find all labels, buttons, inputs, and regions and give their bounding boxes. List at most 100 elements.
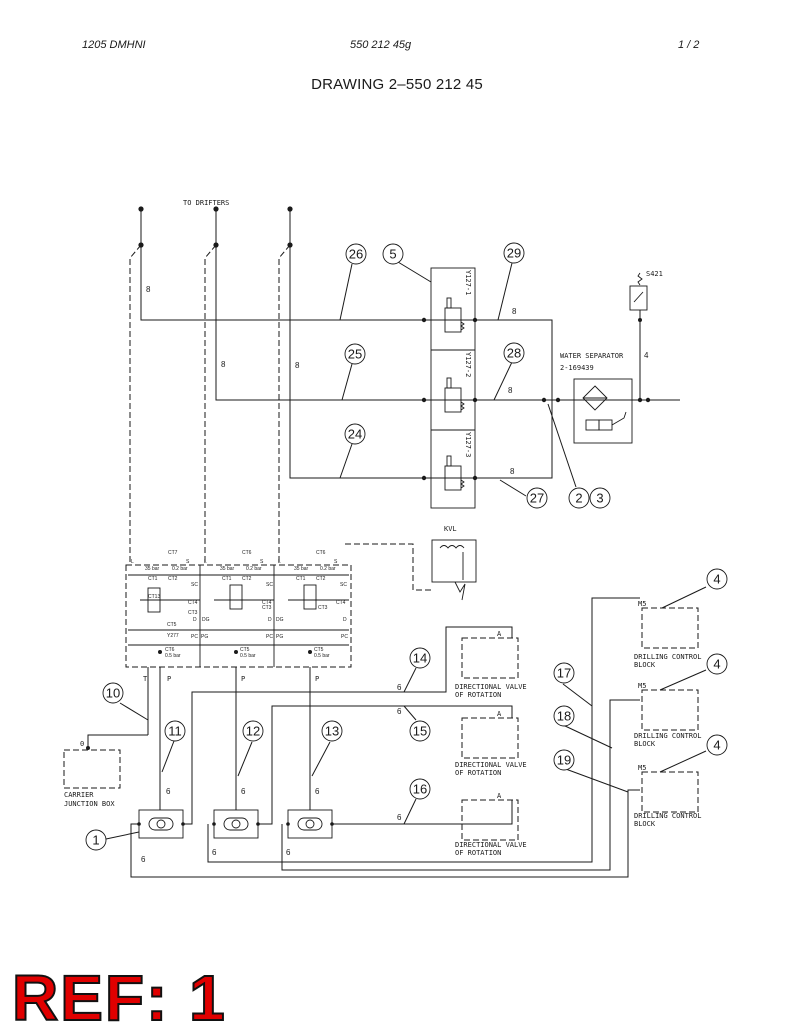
svg-text:12: 12 [246, 724, 260, 739]
svg-text:13: 13 [325, 724, 339, 739]
directional-label-1a: DIRECTIONAL VALVE [455, 683, 527, 691]
port-a-label-1: A [497, 630, 502, 638]
callout-leaders [105, 261, 707, 840]
drifter-terminals [138, 206, 293, 248]
ct1-label-3: CT1 [296, 576, 306, 582]
carrier-pin-label: 0 [80, 740, 84, 748]
svg-text:10: 10 [106, 686, 120, 701]
wire-6-label-c: 6 [315, 787, 320, 796]
solenoid-y127-3-label: Y127-3 [464, 432, 472, 457]
directional-label-2b: OF ROTATION [455, 769, 501, 777]
wire-6-label-e: 6 [212, 848, 217, 857]
svg-text:29: 29 [507, 246, 521, 261]
wiring-loops [130, 597, 640, 878]
port-s-3: S [334, 559, 338, 565]
header-left-code: 1205 DMHNI [82, 39, 146, 51]
wire-6-label-g: 6 [397, 683, 402, 692]
pressure-switch-s421 [629, 272, 648, 400]
callout-29: 29 [503, 242, 525, 264]
svg-text:25: 25 [348, 347, 362, 362]
drilling-control-block-3 [641, 771, 699, 813]
port-p-label-3: P [315, 675, 319, 683]
sc-label-1: SC [191, 582, 198, 588]
directional-label-2a: DIRECTIONAL VALVE [455, 761, 527, 769]
pc-label-2: PC [266, 634, 273, 640]
carrier-junction-box [63, 749, 121, 789]
d-label-3: D [343, 617, 347, 623]
control-block [125, 564, 352, 668]
wire-8-label-f: 8 [510, 467, 515, 476]
water-separator-code: 2-169439 [560, 364, 594, 372]
bar-05-label-1: 0.5 bar [165, 653, 181, 659]
bar-02-label-1: 0.2 bar [172, 566, 188, 572]
callout-18: 18 [553, 705, 575, 727]
to-drifters-label: TO DRIFTERS [183, 199, 229, 207]
directional-valve-2 [461, 717, 519, 759]
callout-5: 5 [382, 243, 404, 265]
svg-text:19: 19 [557, 753, 571, 768]
svg-text:4: 4 [713, 657, 720, 672]
drilling-control-block-1 [641, 607, 699, 649]
svg-text:17: 17 [557, 666, 571, 681]
callout-1: 1 [85, 829, 107, 851]
kvl-valve-symbol [431, 539, 477, 601]
callout-19: 19 [553, 749, 575, 771]
rotation-motor-3 [286, 809, 334, 839]
ct5-label-2: CT5 [240, 647, 250, 653]
water-separator-label: WATER SEPARATOR [560, 352, 624, 360]
bar-02-label-3: 0.2 bar [320, 566, 336, 572]
port-t-label: T [143, 675, 148, 683]
d-label-1: D [193, 617, 197, 623]
svg-text:28: 28 [507, 346, 521, 361]
pc-label-1: PC [191, 634, 198, 640]
svg-text:26: 26 [349, 247, 363, 262]
svg-text:1: 1 [92, 833, 99, 848]
directional-label-3a: DIRECTIONAL VALVE [455, 841, 527, 849]
signal-lines-8 [140, 245, 680, 479]
wire-6-label-a: 6 [166, 787, 171, 796]
drilling-label-1a: DRILLING CONTROL [634, 653, 701, 661]
directional-valve-3 [461, 799, 519, 841]
sc-label-2: SC [266, 582, 273, 588]
d-label-2: D [268, 617, 272, 623]
ct13-label: CT13 [148, 594, 160, 600]
wire-6-label-d: 6 [141, 855, 146, 864]
line-junction-dots [421, 317, 651, 481]
svg-text:18: 18 [557, 709, 571, 724]
svg-text:16: 16 [413, 782, 427, 797]
ct6-label-a: CT6 [242, 550, 252, 556]
callout-12: 12 [242, 720, 264, 742]
ct1-label-2: CT1 [222, 576, 232, 582]
callout-4-a: 4 [706, 568, 728, 590]
port-a-label-2: A [497, 710, 502, 718]
wire-4-label: 4 [644, 351, 649, 360]
solenoid-y127-2-label: Y127-2 [464, 352, 472, 377]
callout-25: 25 [344, 343, 366, 365]
svg-text:27: 27 [530, 491, 544, 506]
pg-label-2: PG [276, 634, 283, 640]
callout-4-b: 4 [706, 653, 728, 675]
ct4-label-1: CT4 [188, 600, 198, 606]
m5-label-1: M5 [638, 600, 646, 608]
svg-text:5: 5 [389, 247, 396, 262]
ct7-label: CT7 [168, 550, 178, 556]
ct1-label-1: CT1 [148, 576, 158, 582]
callout-3: 3 [589, 487, 611, 509]
ct6-label-b: CT6 [316, 550, 326, 556]
port-l-3: L [278, 559, 281, 565]
drilling-label-1b: BLOCK [634, 661, 656, 669]
y277-label: Y277 [167, 633, 179, 639]
switch-s421-label: S421 [646, 270, 663, 278]
callout-15: 15 [409, 720, 431, 742]
bar-35-label-1: 35 bar [145, 566, 160, 572]
ct2-label-2: CT2 [242, 576, 252, 582]
bar-02-label-2: 0.2 bar [246, 566, 262, 572]
ct2-label-3: CT2 [316, 576, 326, 582]
wire-8-label-b: 8 [221, 360, 226, 369]
wire-6-label-h: 6 [397, 707, 402, 716]
drilling-label-3a: DRILLING CONTROL [634, 812, 701, 820]
port-s-2: S [260, 559, 264, 565]
callout-24: 24 [344, 423, 366, 445]
port-p-label-1: P [167, 675, 171, 683]
